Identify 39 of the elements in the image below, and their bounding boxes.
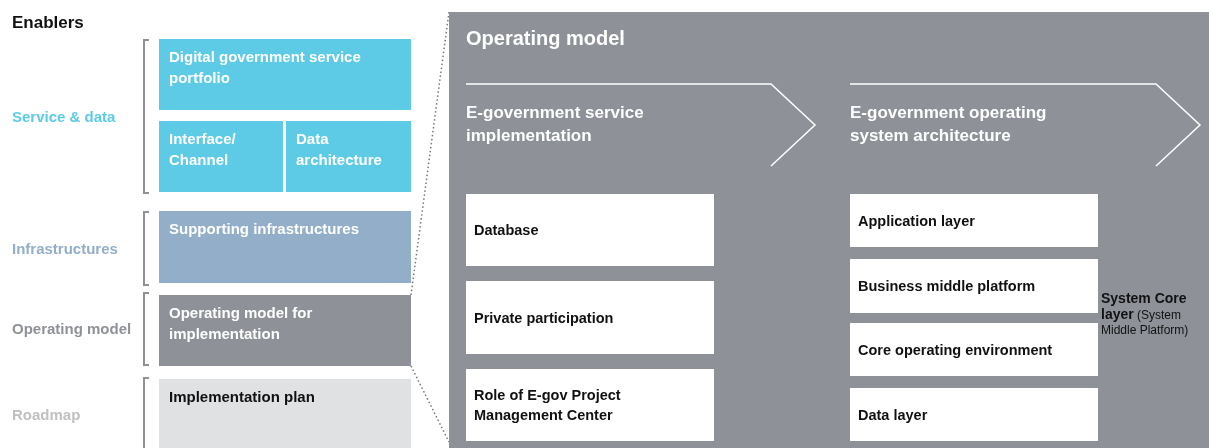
box-label: Database: [474, 221, 540, 240]
chevron-header-band: [850, 83, 1201, 167]
dotted-connector-line: [410, 365, 450, 443]
row-label: Roadmap: [12, 406, 81, 423]
box-label: Digital government service portfolio: [169, 47, 362, 88]
row-label: Service & data: [12, 108, 116, 125]
content-box: [159, 39, 411, 110]
content-box: [286, 121, 411, 192]
content-box: [159, 379, 411, 448]
operating-model-panel: [449, 12, 1209, 448]
box-label: E-government service implementation: [466, 102, 645, 147]
panel-title: Operating model: [466, 28, 625, 49]
box-label: Business middle platform: [858, 277, 1037, 296]
row-label: Infrastructures: [12, 240, 118, 257]
side-note: System Core layer (System Middle Platform): [1101, 291, 1190, 338]
content-box: [159, 121, 283, 192]
heading: Enablers: [12, 13, 84, 33]
box-label: Interface/ Channel: [169, 129, 237, 170]
box-label: Private participation: [474, 308, 615, 328]
box-label: Supporting infrastructures: [169, 219, 360, 239]
content-box: [850, 194, 1098, 247]
row-label: Operating model: [12, 320, 132, 337]
box-label: Operating model for implementation: [169, 303, 314, 344]
box-label: Application layer: [858, 211, 976, 231]
box-label: Core operating environment: [858, 340, 1054, 360]
content-box: [466, 369, 714, 441]
box-label: E-government operating system architecture: [850, 102, 1048, 147]
content-box: [466, 194, 714, 266]
content-box: [850, 259, 1098, 313]
content-box: [159, 211, 411, 283]
box-label: Data layer: [858, 405, 929, 425]
content-box: [850, 388, 1098, 441]
content-box: [159, 295, 411, 366]
content-box: [466, 281, 714, 354]
content-box: [850, 323, 1098, 376]
box-label: Role of E-gov Project Management Center: [474, 386, 622, 425]
box-label: Data architecture: [296, 129, 383, 170]
box-label: Implementation plan: [169, 387, 316, 407]
chevron-header-band: [466, 83, 816, 167]
